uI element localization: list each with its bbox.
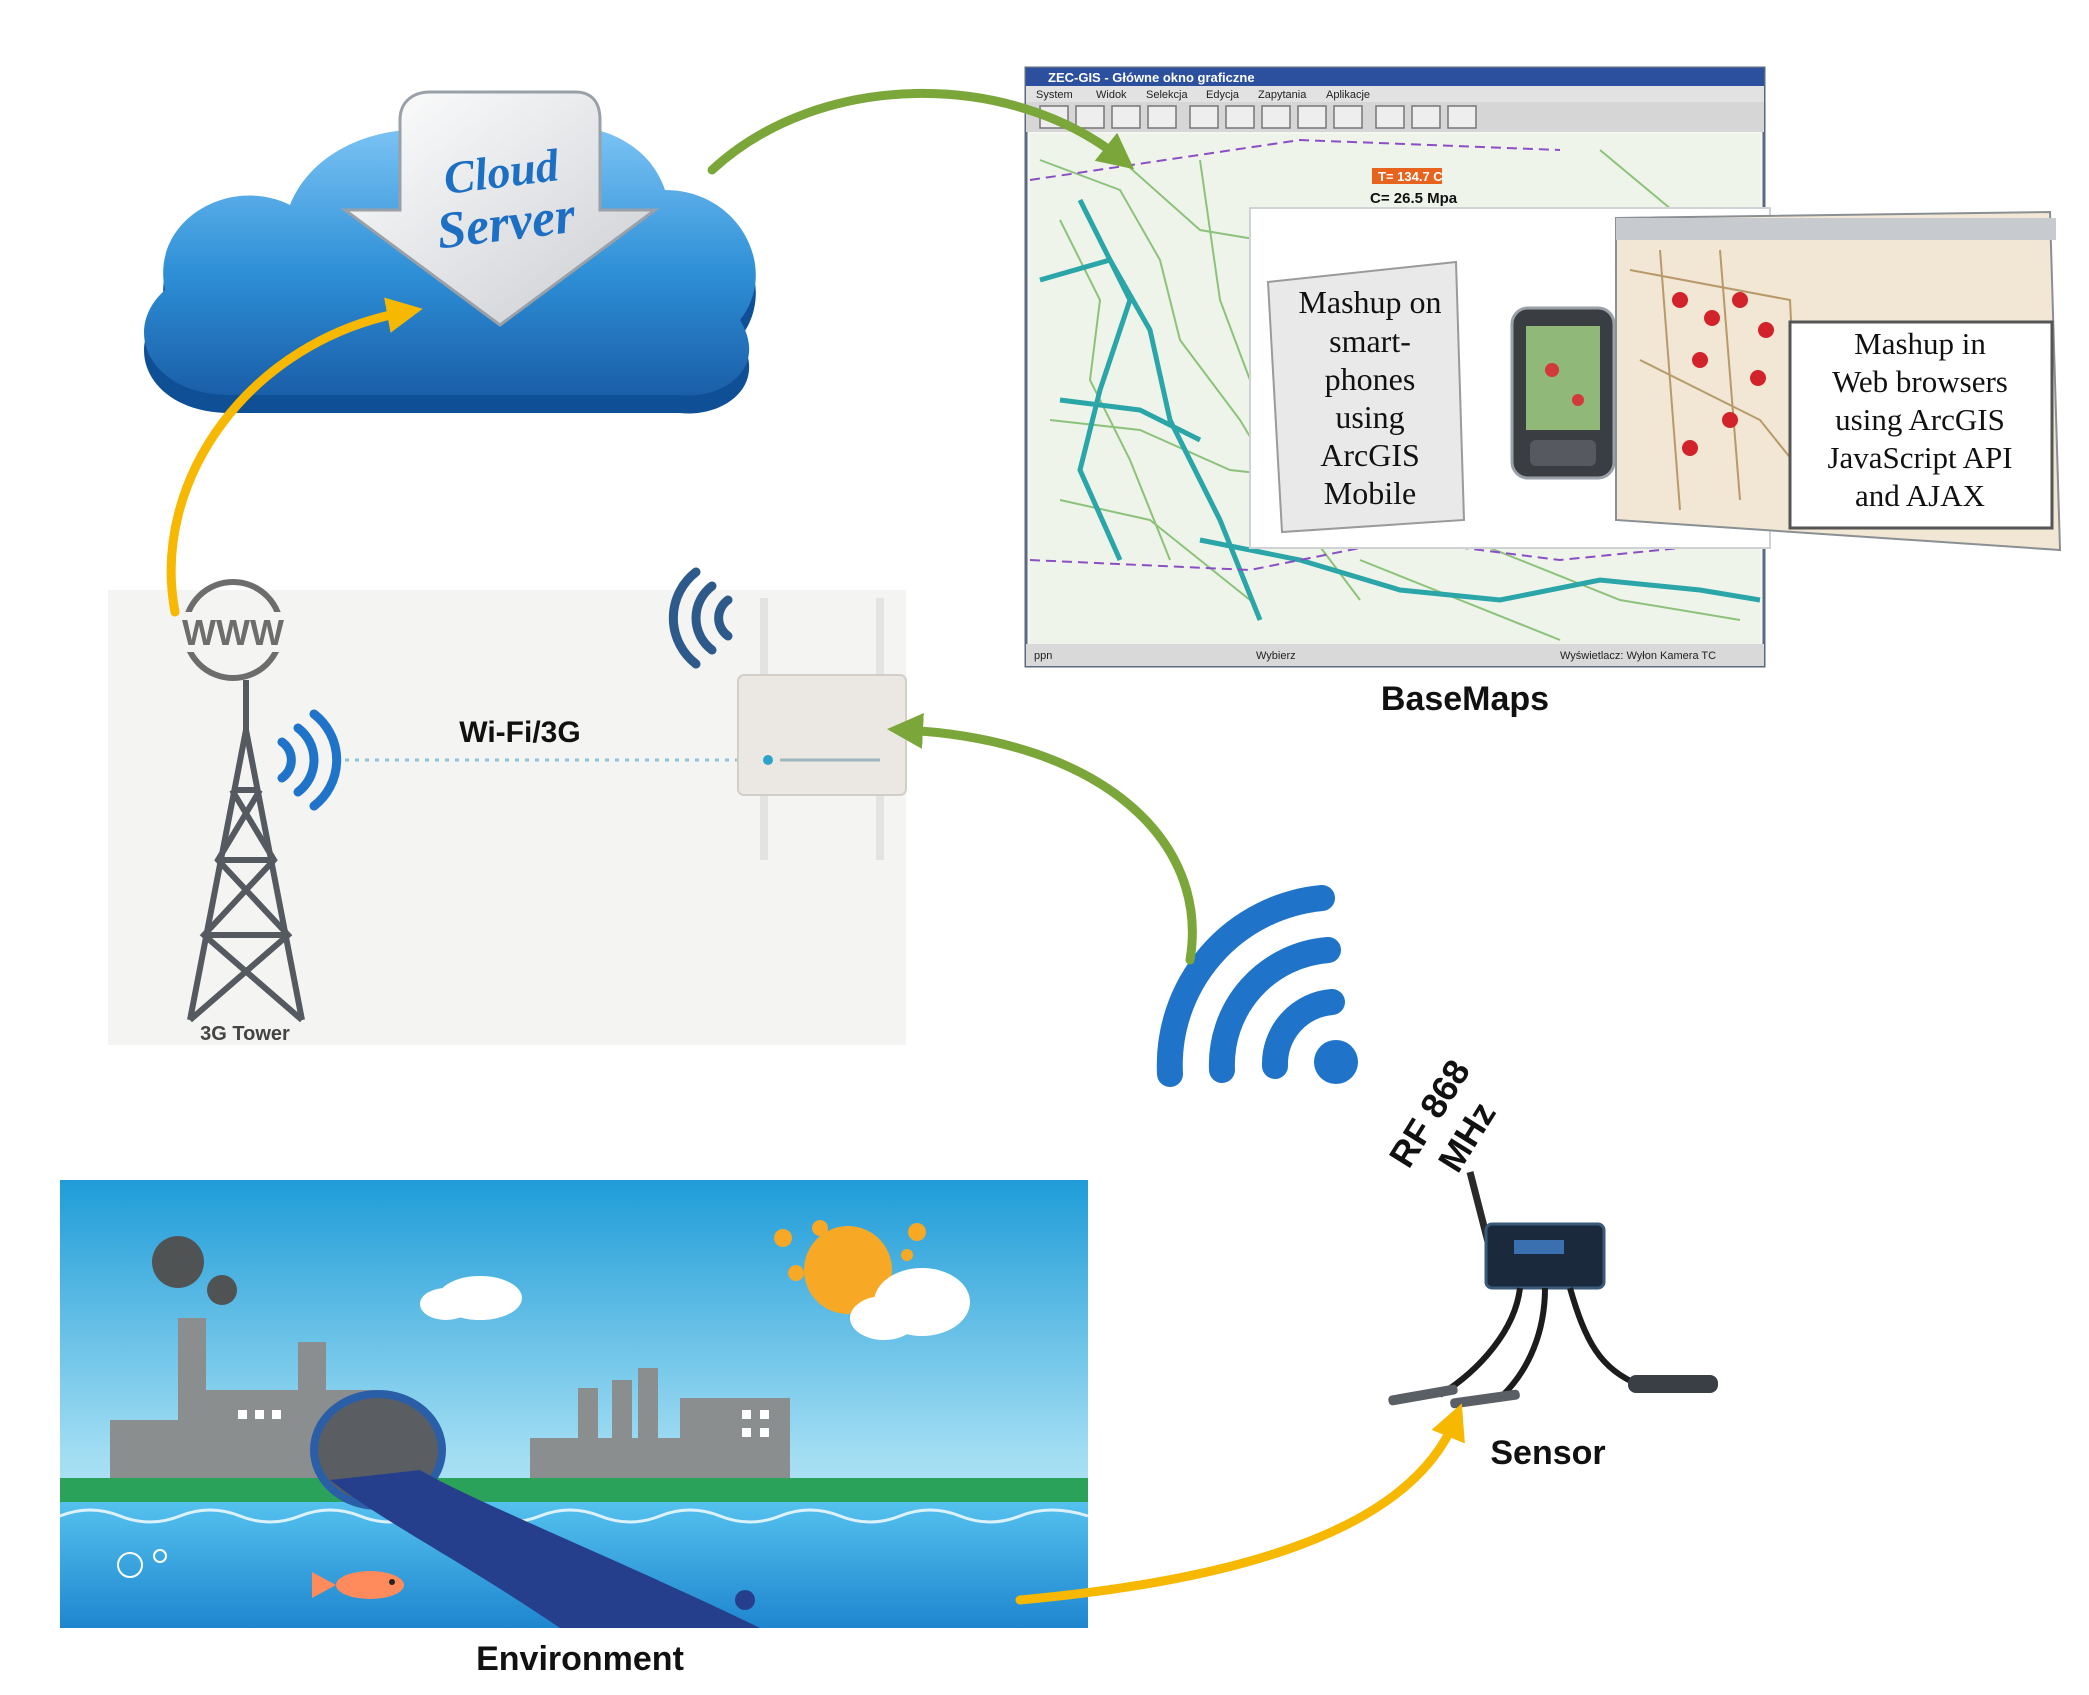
gis-menu-widok[interactable]: Widok — [1096, 89, 1127, 101]
download-arrow-icon — [340, 90, 660, 327]
web-box-line2: Web browsers — [1832, 364, 2008, 399]
gis-status-right: Wyświetlacz: Wyłon Kamera TC — [1560, 650, 1716, 662]
bubbles — [117, 1549, 167, 1578]
gis-menu-system[interactable]: System — [1036, 89, 1073, 101]
arrow-cloud-to-basemaps — [707, 89, 1135, 175]
fish-icon — [312, 1571, 404, 1599]
sensor-cables — [1438, 1287, 1642, 1401]
map-marker-icons — [1672, 292, 1774, 456]
network-panel: WWW 3G Tower Wi-Fi/3G — [108, 567, 907, 1045]
web-box-line1: Mashup in — [1854, 326, 1986, 361]
arrow-sensor-to-network — [887, 712, 1197, 965]
mobile-box-line6: Mobile — [1324, 475, 1416, 511]
gis-menu-aplikacje[interactable]: Aplikacje — [1326, 89, 1370, 101]
access-point-icon — [737, 598, 907, 860]
rf-wireless-icon — [1156, 885, 1358, 1087]
map-teal-pipes — [1039, 198, 1761, 621]
mobile-box-line1: Mashup on — [1298, 284, 1441, 320]
www-globe-icon: WWW — [178, 579, 288, 681]
arrow-environment-to-sensor — [1015, 1403, 1465, 1605]
gis-window-title: ZEC-GIS - Główne okno graficzne — [1048, 70, 1255, 85]
temperature-readout: T= 134.7 C — [1378, 169, 1443, 184]
environment-label: Environment — [476, 1640, 684, 1678]
probe-2 — [1450, 1389, 1520, 1409]
www-label: WWW — [182, 612, 284, 653]
gis-status-bar — [1026, 644, 1764, 666]
mashup-mobile-box — [1266, 260, 1466, 534]
gis-menu-bar — [1026, 86, 1764, 102]
gis-status-mid: Wybierz — [1256, 650, 1296, 662]
tower-label: 3G Tower — [200, 1023, 290, 1045]
gis-menu-selekcja[interactable]: Selekcja — [1146, 89, 1188, 101]
gis-toolbar-buttons[interactable] — [1039, 105, 1477, 129]
basemaps-panel: ZEC-GIS - Główne okno graficzne System W… — [1024, 66, 2062, 718]
web-box-line4: JavaScript API — [1827, 440, 2012, 475]
ap-signal-icon — [668, 567, 733, 669]
pressure-readout: C= 26.5 Mpa — [1370, 190, 1458, 207]
cell-tower-icon — [187, 680, 305, 1023]
gis-status-left: ppn — [1034, 650, 1052, 662]
wifi-link-label: Wi-Fi/3G — [459, 716, 580, 749]
web-box-line5: and AJAX — [1855, 478, 1985, 513]
pollution-plume — [330, 1470, 760, 1628]
arrow-network-to-cloud — [166, 297, 423, 617]
smoke-icon — [152, 1236, 237, 1305]
temperature-readout-badge — [1372, 168, 1442, 184]
environment-scene: Environment — [59, 1180, 1089, 1678]
grass-strip — [60, 1478, 1088, 1502]
sensor-label: Sensor — [1490, 1434, 1605, 1472]
mobile-box-line5: ArcGIS — [1320, 437, 1420, 473]
sensor-device: Sensor — [1388, 1171, 1718, 1472]
mobile-box-line2: smart- — [1329, 323, 1411, 359]
cloud-icons — [420, 1268, 970, 1340]
mobile-box-line3: phones — [1325, 361, 1416, 397]
gis-menu-zapytania[interactable]: Zapytania — [1258, 89, 1307, 101]
browser-map-roads — [1629, 249, 1801, 511]
web-box-line3: using ArcGIS — [1835, 402, 2005, 437]
cloud-server: Cloud Server — [144, 90, 756, 414]
mobile-box-line4: using — [1335, 399, 1404, 435]
browser-toolbar — [1616, 218, 2056, 240]
mashup-web-box — [1788, 320, 2054, 530]
gis-title-bar — [1026, 68, 1764, 86]
probe-1 — [1388, 1384, 1458, 1406]
basemaps-label: BaseMaps — [1381, 680, 1549, 718]
tower-signal-icon — [277, 709, 342, 811]
factory-right — [530, 1368, 790, 1478]
probe-3 — [1628, 1375, 1718, 1393]
gis-menu-edycja[interactable]: Edycja — [1206, 89, 1240, 101]
smartphone-icon — [1510, 306, 1616, 480]
sensor-box — [1484, 1222, 1606, 1290]
sun-icon — [804, 1226, 892, 1314]
